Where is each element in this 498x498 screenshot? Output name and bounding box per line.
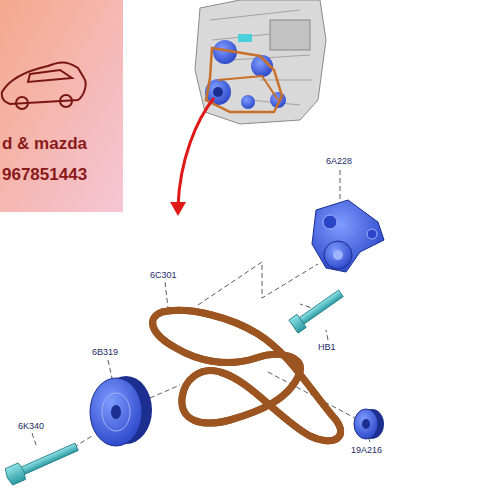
belt-tensioner: [312, 200, 384, 272]
callout-number: 6B319: [92, 347, 118, 358]
crank-pulley: [90, 376, 152, 446]
callout-number: 19A216: [351, 445, 382, 456]
watermark-phone: 967851443: [2, 165, 87, 185]
car-icon: [2, 63, 86, 110]
watermark-text: d & mazda: [2, 134, 87, 154]
pointer-arrow: [178, 98, 214, 206]
bolt: [289, 287, 346, 333]
crank-bolt: [4, 439, 81, 486]
engine-illustration: [195, 0, 326, 124]
callout-number: 6A228: [326, 156, 352, 167]
drive-belt: [153, 310, 341, 440]
arrow-head: [170, 202, 186, 216]
callout-number: 6C301: [150, 270, 177, 281]
idler-pulley: [354, 409, 384, 439]
callout-number: HB1: [318, 342, 336, 353]
callout-number: 6K340: [18, 421, 44, 432]
watermark-panel: [0, 0, 123, 212]
